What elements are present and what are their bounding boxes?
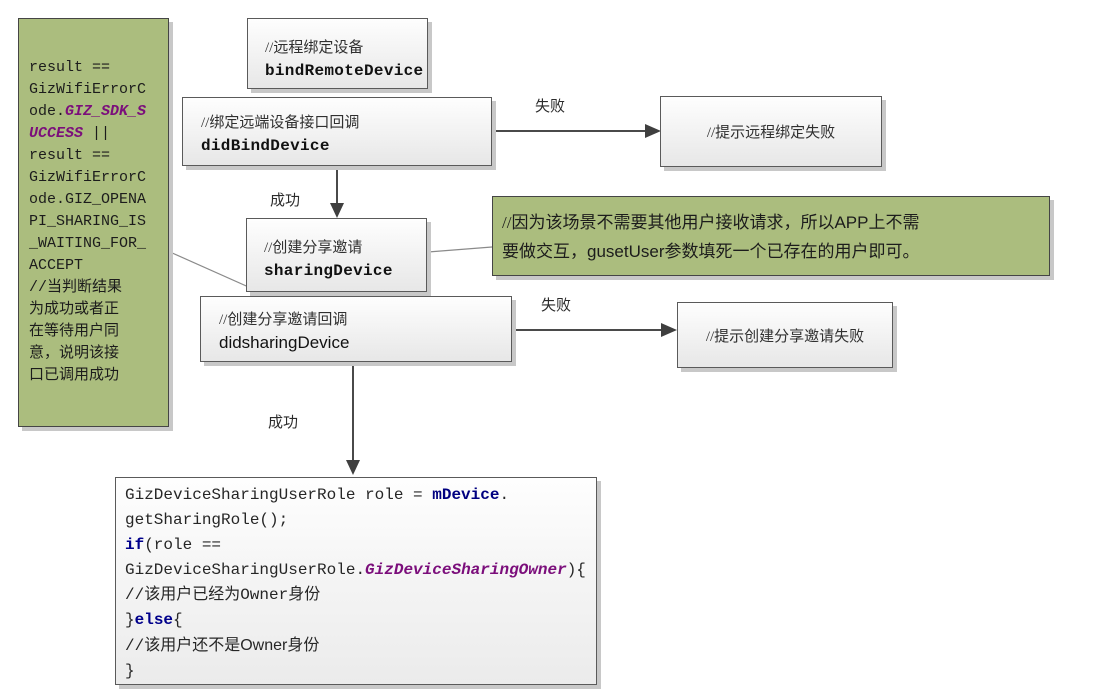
arrowhead-bind-fail	[645, 124, 661, 138]
node-comment: //创建分享邀请	[264, 240, 363, 256]
node-sharing-device: //创建分享邀请 sharingDevice	[246, 218, 427, 292]
node-method: didBindDevice	[201, 137, 330, 155]
edge-label-bind-fail: 失败	[535, 99, 566, 115]
arrowhead-sharing-success	[346, 460, 360, 475]
annotation-note-result-check: result == GizWifiErrorC ode.GIZ_SDK_S UC…	[18, 18, 169, 427]
callout-line-right-note	[427, 246, 493, 253]
node-bind-remote-device: //远程绑定设备 bindRemoteDevice	[247, 18, 428, 89]
node-comment: //远程绑定设备	[265, 40, 364, 56]
node-method: sharingDevice	[264, 262, 393, 280]
annotation-note-guest-user: //因为该场景不需要其他用户接收请求，所以APP上不需 要做交互，gusetUs…	[492, 196, 1050, 276]
node-fail-remote-bind: //提示远程绑定失败	[660, 96, 882, 167]
edge-label-sharing-success: 成功	[268, 415, 299, 431]
node-label: //提示远程绑定失败	[706, 125, 836, 141]
node-method: didsharingDevice	[219, 333, 350, 352]
arrowhead-sharing-fail	[661, 323, 677, 337]
edge-label-sharing-fail: 失败	[541, 298, 572, 314]
node-comment: //绑定远端设备接口回调	[201, 115, 360, 131]
node-did-bind-device: //绑定远端设备接口回调 didBindDevice	[182, 97, 492, 166]
node-label: //提示创建分享邀请失败	[705, 328, 865, 345]
node-method: bindRemoteDevice	[265, 62, 424, 80]
node-fail-create-sharing: //提示创建分享邀请失败	[677, 302, 893, 368]
edge-label-bind-success: 成功	[270, 193, 301, 209]
arrowhead-bind-success	[330, 203, 344, 218]
node-code-get-sharing-role: GizDeviceSharingUserRole role = mDevice.…	[115, 477, 597, 685]
node-did-sharing-device: //创建分享邀请回调 didsharingDevice	[200, 296, 512, 362]
node-comment: //创建分享邀请回调	[219, 312, 348, 328]
